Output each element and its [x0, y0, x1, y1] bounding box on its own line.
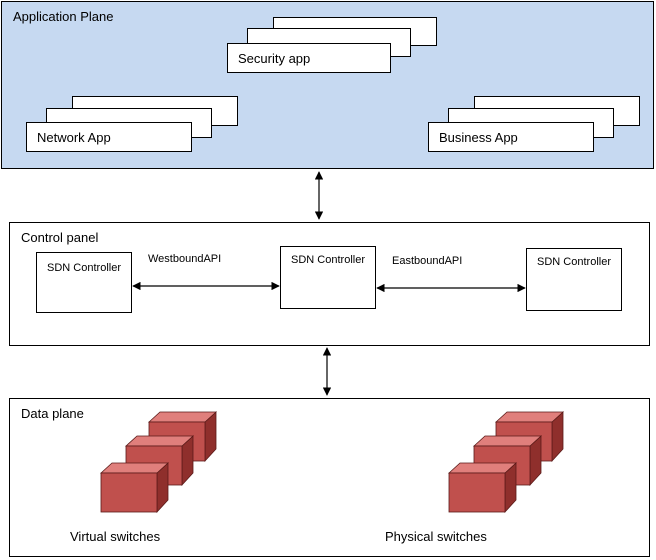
control-plane-title: Control panel: [21, 230, 99, 245]
westbound-api-label: WestboundAPI: [148, 253, 222, 265]
application-plane: Application Plane Security app Network A…: [1, 1, 654, 169]
sdn-controller-left-label: SDN Controller: [47, 262, 121, 274]
security-app-card[interactable]: Security app: [227, 43, 391, 73]
security-app-label: Security app: [238, 51, 311, 66]
business-app-card[interactable]: Business App: [428, 122, 594, 152]
sdn-controller-right[interactable]: SDN Controller: [526, 248, 622, 311]
eastbound-api-label: EastboundAPI: [392, 255, 463, 267]
sdn-controller-left[interactable]: SDN Controller: [36, 252, 132, 313]
sdn-controller-right-label: SDN Controller: [537, 256, 611, 268]
business-app-label: Business App: [439, 130, 518, 145]
data-plane-title: Data plane: [21, 406, 84, 421]
network-app-card[interactable]: Network App: [26, 122, 192, 152]
virtual-switches-label: Virtual switches: [70, 529, 161, 544]
network-app-label: Network App: [37, 130, 111, 145]
physical-switches-label: Physical switches: [385, 529, 487, 544]
control-plane: Control panel SDN Controller SDN Control…: [9, 222, 650, 346]
data-plane: Data plane Virtual switches Physical swi…: [9, 398, 650, 557]
sdn-controller-center[interactable]: SDN Controller: [280, 246, 376, 309]
application-plane-title: Application Plane: [13, 9, 114, 24]
sdn-controller-center-label: SDN Controller: [291, 254, 365, 266]
